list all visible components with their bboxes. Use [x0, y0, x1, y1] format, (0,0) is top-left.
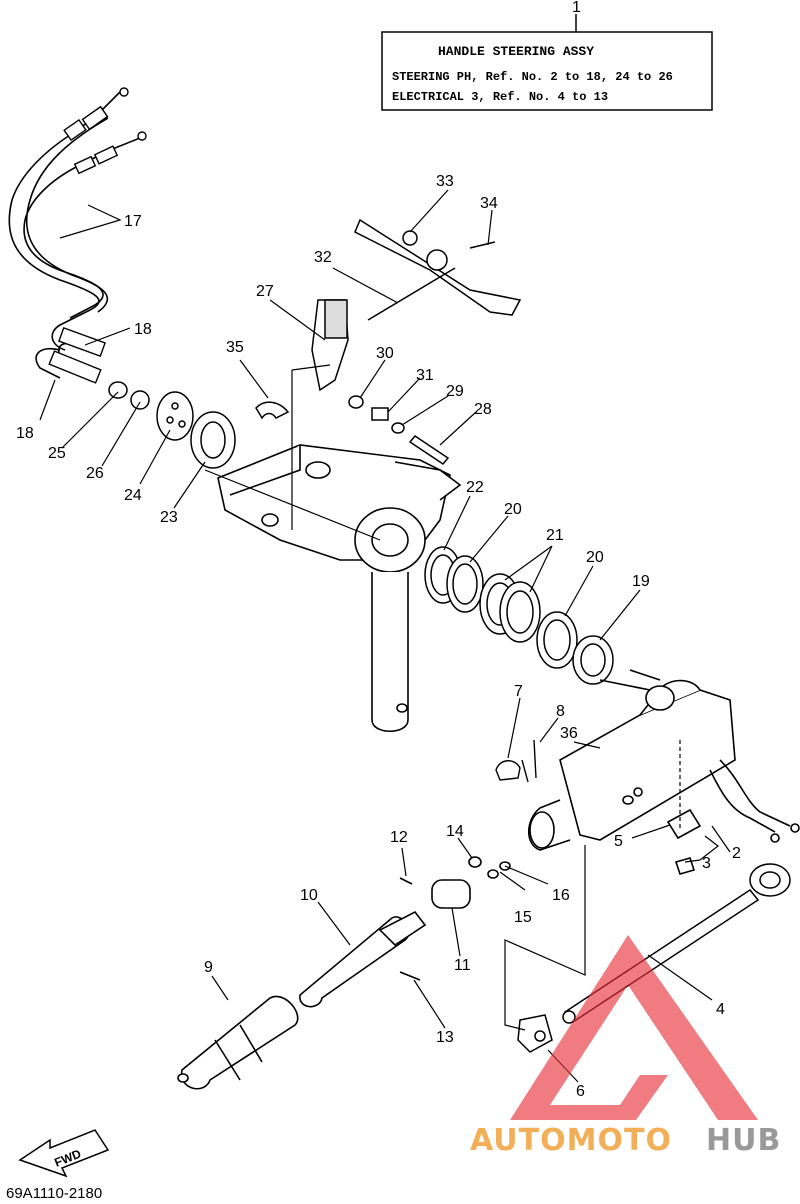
callout-9: 9: [204, 959, 213, 976]
callout-30: 30: [376, 345, 394, 362]
callout-20-upper: 20: [504, 501, 522, 518]
callout-3: 3: [702, 855, 711, 872]
watermark-text-gray: HUB: [706, 1123, 781, 1158]
callout-22: 22: [466, 479, 484, 496]
callout-18-upper: 18: [134, 321, 152, 338]
callout-18-lower: 18: [16, 425, 34, 442]
steering-handle: [527, 669, 800, 875]
callout-24: 24: [124, 487, 142, 504]
watermark-text-orange: AUTOMOTO: [470, 1123, 672, 1158]
callout-16: 16: [552, 887, 570, 904]
callout-6: 6: [576, 1083, 585, 1100]
title-box: 1 HANDLE STEERING ASSY STEERING PH, Ref.…: [381, 0, 713, 111]
assembly-lines: [204, 364, 681, 1031]
callouts: 2 3 4 5 6 7 8 9 10 11 12 13 14 15 16 17 …: [16, 173, 741, 1100]
watermark-logo: [510, 935, 758, 1120]
part-6-bracket: [517, 1014, 553, 1053]
fwd-arrow: FWD: [18, 1129, 110, 1178]
callout-20-lower: 20: [586, 549, 604, 566]
steering-bracket: [217, 444, 462, 732]
part-washer-24-26: [108, 381, 236, 469]
title-box-line1: STEERING PH, Ref. No. 2 to 18, 24 to 26: [392, 70, 673, 84]
callout-19: 19: [632, 573, 650, 590]
callout-29: 29: [446, 383, 464, 400]
leader-lines: [39, 189, 731, 1083]
callout-10: 10: [300, 887, 318, 904]
callout-31: 31: [416, 367, 434, 384]
callout-26: 26: [86, 465, 104, 482]
callout-12: 12: [390, 829, 408, 846]
callout-33: 33: [436, 173, 454, 190]
callout-27: 27: [256, 283, 274, 300]
callout-8: 8: [556, 703, 565, 720]
callout-21: 21: [546, 527, 564, 544]
cable-end-fittings: [48, 87, 147, 384]
title-box-title: HANDLE STEERING ASSY: [438, 44, 594, 59]
callout-25: 25: [48, 445, 66, 462]
callout-28: 28: [474, 401, 492, 418]
bearing-rings-19-22: [424, 546, 614, 685]
callout-15: 15: [514, 909, 532, 926]
watermark: AUTOMOTO HUB: [470, 935, 781, 1158]
callout-17: 17: [124, 213, 142, 230]
callout-32: 32: [314, 249, 332, 266]
callout-4: 4: [716, 1001, 725, 1018]
callout-2: 2: [732, 845, 741, 862]
callout-11: 11: [454, 957, 471, 974]
title-box-ref: 1: [572, 0, 581, 16]
callout-34: 34: [480, 195, 498, 212]
diagram-code: 69A1110-2180: [6, 1185, 102, 1202]
callout-7: 7: [514, 683, 523, 700]
shift-lever-linkage: [255, 218, 522, 465]
throttle-grip-assy: [177, 856, 511, 1090]
title-box-line2: ELECTRICAL 3, Ref. No. 4 to 13: [392, 90, 608, 104]
callout-13: 13: [436, 1029, 454, 1046]
callout-23: 23: [160, 509, 178, 526]
callout-36: 36: [560, 725, 578, 742]
callout-35: 35: [226, 339, 244, 356]
callout-5: 5: [614, 833, 623, 850]
friction-parts-7-8: [495, 739, 537, 783]
callout-14: 14: [446, 823, 464, 840]
